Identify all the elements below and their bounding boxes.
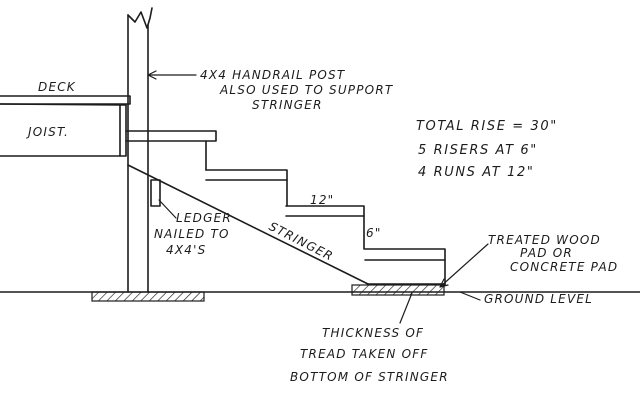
- pad-label-line1: TREATED WOOD: [488, 233, 601, 247]
- post-label-line3: STRINGER: [252, 98, 323, 112]
- run-dimension-label: 12": [310, 193, 334, 207]
- stringer-label: STRINGER: [267, 219, 336, 264]
- ledger-label-line1: LEDGER: [176, 211, 232, 225]
- ground-leader: [459, 291, 481, 301]
- joist-label: JOIST.: [26, 125, 69, 139]
- risers-label: 5 RISERS AT 6": [418, 143, 538, 158]
- thickness-note-line1: THICKNESS OF: [322, 326, 424, 340]
- deck-label: DECK: [38, 80, 76, 94]
- pad-leader: [439, 243, 489, 288]
- stringer-bottom-edge: [127, 164, 369, 285]
- ground: [0, 284, 640, 302]
- treads: [125, 130, 446, 261]
- stair-pad: [351, 284, 445, 296]
- tread-2: [205, 169, 288, 181]
- joist-end: [119, 104, 127, 157]
- ledger-label-line3: 4X4'S: [166, 243, 206, 257]
- total-rise-label: TOTAL RISE = 30": [416, 119, 558, 134]
- ledger: [150, 179, 177, 219]
- ledger-block: [150, 179, 161, 207]
- handrail-post: [127, 7, 153, 293]
- leaders: [147, 70, 489, 324]
- tread-1: [125, 130, 217, 142]
- thickness-note-line3: BOTTOM OF STRINGER: [290, 370, 449, 384]
- left-footing-pad: [91, 291, 205, 302]
- tread-4: [364, 248, 446, 261]
- pad-label-line3: CONCRETE PAD: [510, 260, 618, 274]
- stringer: [127, 140, 446, 286]
- pad-label-line2: PAD OR: [520, 246, 573, 260]
- post-label-line2: ALSO USED TO SUPPORT: [219, 83, 394, 97]
- tread-3: [285, 205, 365, 217]
- ledger-label-line2: NAILED TO: [154, 227, 230, 241]
- stringer-profile: [205, 140, 446, 286]
- post-break-mark: [127, 7, 153, 29]
- runs-label: 4 RUNS AT 12": [418, 165, 534, 180]
- rise-dimension-label: 6": [366, 226, 382, 240]
- ledger-leader: [158, 199, 177, 219]
- joist: [0, 103, 121, 157]
- thickness-leader: [399, 292, 413, 324]
- post-leader: [147, 70, 197, 80]
- post-label-line1: 4X4 HANDRAIL POST: [200, 68, 346, 82]
- thickness-note-line2: TREAD TAKEN OFF: [300, 347, 428, 361]
- ground-level-label: GROUND LEVEL: [484, 292, 593, 306]
- deck-board: [0, 95, 131, 105]
